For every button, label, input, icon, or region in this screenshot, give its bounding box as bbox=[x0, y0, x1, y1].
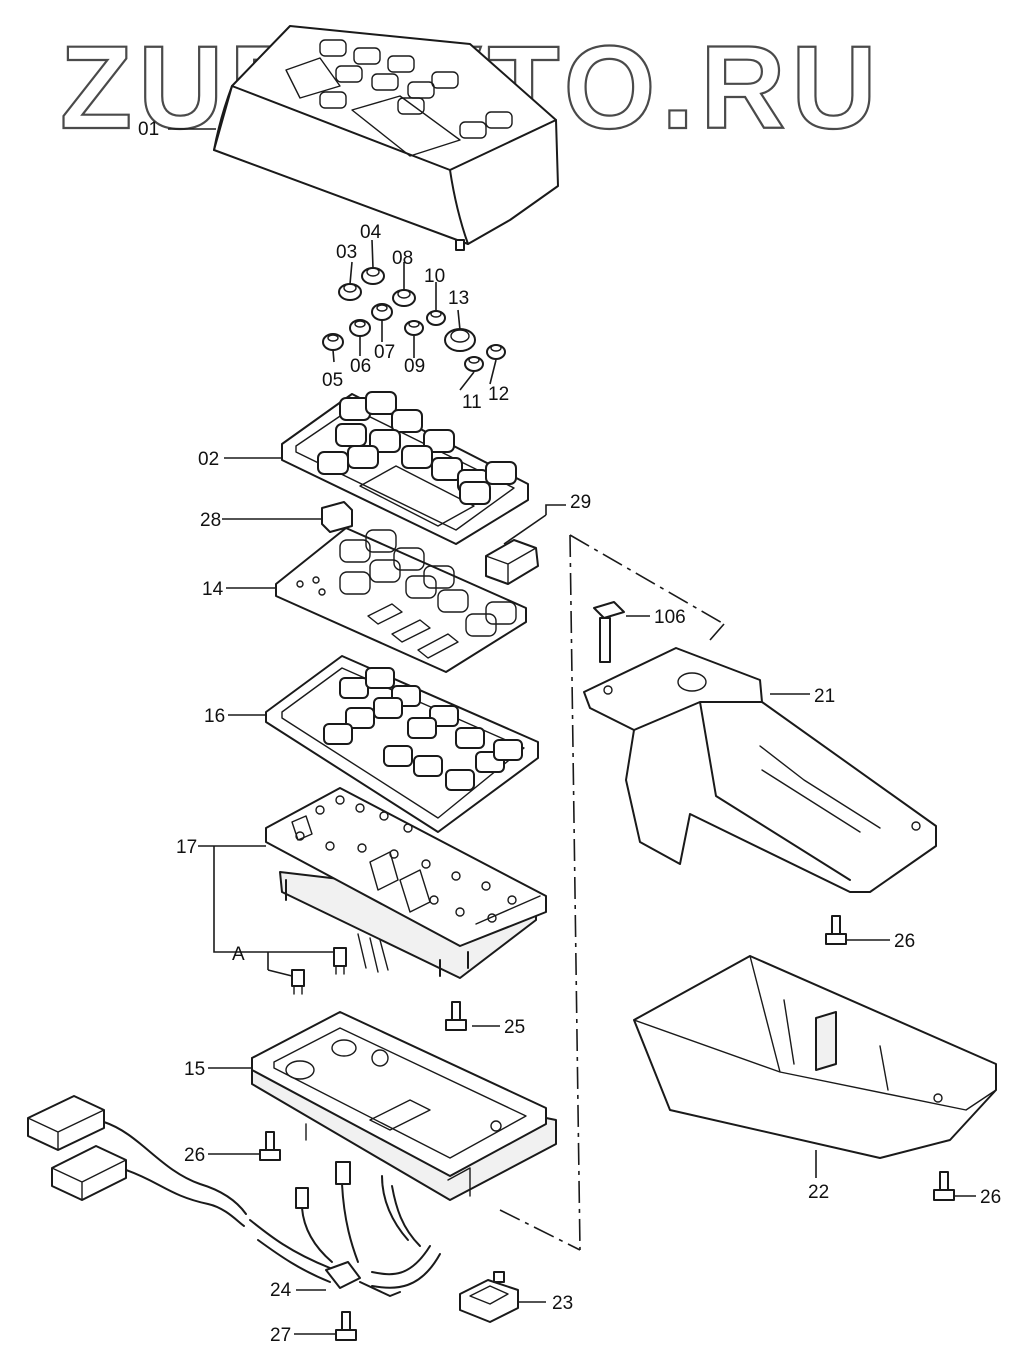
label-26-cover: 26 bbox=[980, 1187, 1001, 1208]
divider-line bbox=[499, 534, 725, 1251]
label-06: 06 bbox=[350, 356, 371, 377]
leader-lines bbox=[168, 128, 976, 1335]
part-17-circuit-board bbox=[265, 787, 547, 979]
part-labels: 01 02 03 04 05 06 07 08 09 10 11 12 13 1… bbox=[138, 119, 1001, 1346]
label-09: 09 bbox=[404, 356, 425, 377]
label-24: 24 bbox=[270, 1280, 292, 1301]
label-12: 12 bbox=[488, 384, 509, 405]
label-22: 22 bbox=[808, 1182, 829, 1203]
label-17: 17 bbox=[176, 837, 197, 858]
label-25: 25 bbox=[504, 1017, 525, 1038]
part-23-grommet bbox=[459, 1271, 519, 1323]
lamps-A bbox=[291, 947, 347, 995]
label-16: 16 bbox=[204, 706, 225, 727]
label-15: 15 bbox=[184, 1059, 205, 1080]
part-28-block bbox=[321, 501, 353, 533]
label-02: 02 bbox=[198, 449, 219, 470]
part-21-bracket bbox=[583, 647, 937, 893]
label-A: A bbox=[232, 944, 245, 965]
label-11: 11 bbox=[462, 392, 482, 413]
part-22-lower-cover bbox=[633, 955, 997, 1159]
label-29: 29 bbox=[570, 492, 591, 513]
screws bbox=[259, 601, 955, 1341]
part-14-plate bbox=[275, 527, 527, 673]
wire-harness bbox=[27, 1095, 441, 1297]
label-28: 28 bbox=[200, 510, 221, 531]
label-26-bracket: 26 bbox=[894, 931, 915, 952]
part-29-block bbox=[485, 539, 539, 585]
label-23: 23 bbox=[552, 1293, 573, 1314]
label-03: 03 bbox=[336, 242, 357, 263]
label-04: 04 bbox=[360, 222, 382, 243]
label-13: 13 bbox=[448, 288, 469, 309]
label-21: 21 bbox=[814, 686, 835, 707]
part-02-keypad bbox=[281, 391, 529, 545]
label-26-left: 26 bbox=[184, 1145, 205, 1166]
label-14: 14 bbox=[202, 579, 224, 600]
label-27: 27 bbox=[270, 1325, 291, 1346]
label-08: 08 bbox=[392, 248, 413, 269]
label-01: 01 bbox=[138, 119, 159, 140]
label-106: 106 bbox=[654, 607, 686, 628]
label-07: 07 bbox=[374, 342, 395, 363]
label-10: 10 bbox=[424, 266, 445, 287]
part-16-layer bbox=[265, 655, 539, 833]
part-15-lower-case bbox=[251, 1011, 557, 1201]
part-01-cover bbox=[213, 25, 559, 251]
label-05: 05 bbox=[322, 370, 343, 391]
